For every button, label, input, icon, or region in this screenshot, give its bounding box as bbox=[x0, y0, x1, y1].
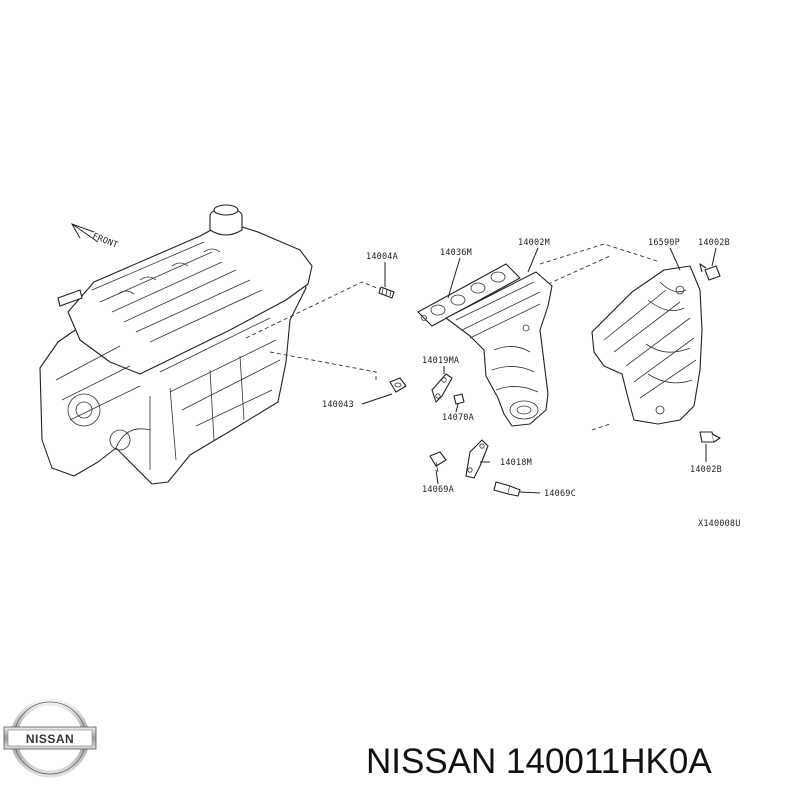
nut-140043 bbox=[389, 377, 407, 393]
stud-14004A bbox=[378, 286, 395, 299]
bolt-14069C bbox=[493, 481, 521, 497]
callout-14070A: 14070A bbox=[442, 413, 474, 423]
callout-14069C: 14069C bbox=[544, 489, 576, 499]
callout-16590P: 16590P bbox=[648, 238, 680, 248]
callout-14002B-top: 14002B bbox=[698, 238, 730, 248]
front-arrow-icon bbox=[70, 223, 99, 243]
assembly-guide-lines bbox=[245, 243, 661, 431]
callout-14002B-bottom: 14002B bbox=[690, 465, 722, 475]
callout-leaders bbox=[361, 247, 717, 494]
bolt-14002B-top bbox=[699, 263, 721, 281]
nissan-logo: NISSAN bbox=[3, 698, 97, 778]
callout-14036M: 14036M bbox=[440, 248, 472, 258]
callout-14002M: 14002M bbox=[518, 238, 550, 248]
callout-14018M: 14018M bbox=[500, 458, 532, 468]
engine-block bbox=[39, 204, 313, 485]
callout-140043: 140043 bbox=[322, 400, 354, 410]
callout-labels: 14004A 14036M 14002M 16590P 14002B 14019… bbox=[322, 238, 741, 529]
bolt-14069A bbox=[429, 451, 447, 473]
figure-code: X140008U bbox=[698, 519, 741, 529]
callout-14019MA: 14019MA bbox=[422, 356, 459, 366]
callout-14069A: 14069A bbox=[422, 485, 454, 495]
product-caption: NISSAN 140011HK0A bbox=[366, 742, 712, 781]
exhaust-manifold-14002M bbox=[445, 271, 553, 427]
front-direction-indicator: FRONT bbox=[70, 223, 119, 251]
front-label: FRONT bbox=[91, 232, 119, 251]
heat-shield-16590P bbox=[591, 265, 703, 425]
gasket-14036M bbox=[417, 263, 521, 327]
svg-text:NISSAN: NISSAN bbox=[26, 732, 74, 746]
callout-14004A: 14004A bbox=[366, 252, 398, 262]
bracket-14018M bbox=[465, 439, 489, 479]
bolt-14002B-bottom bbox=[699, 431, 721, 443]
bolt-14070A bbox=[453, 393, 465, 405]
bracket-14019MA bbox=[431, 373, 453, 403]
